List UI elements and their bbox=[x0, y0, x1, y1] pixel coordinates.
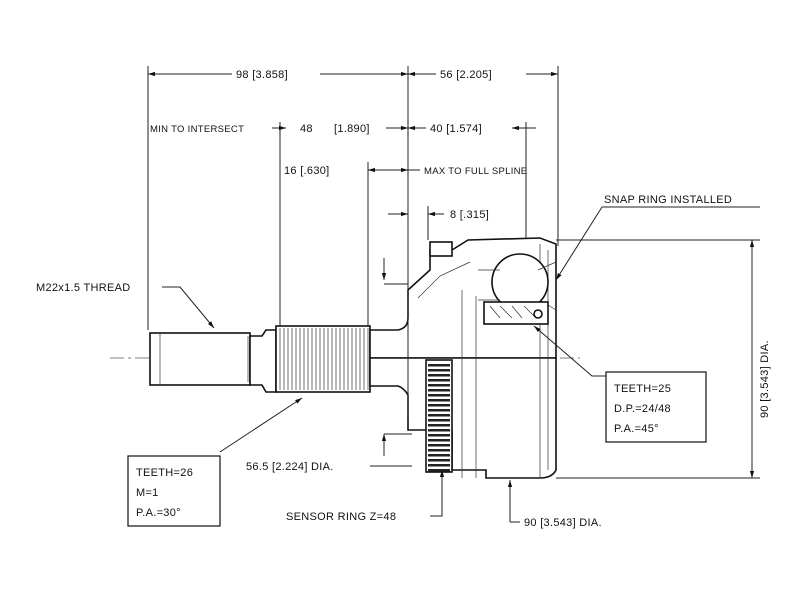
spec-box-left: TEETH=26 M=1 P.A.=30° bbox=[127, 455, 221, 527]
shoulder bbox=[249, 329, 277, 393]
intersect-length-label: 48 bbox=[300, 123, 313, 135]
snap-ring-label: SNAP RING INSTALLED bbox=[604, 194, 732, 206]
boot-collar bbox=[429, 241, 453, 257]
labels: 98 [3.858] 56 [2.205] MIN TO INTERSECT 4… bbox=[36, 69, 771, 529]
bell-lower bbox=[369, 357, 557, 479]
spec-right-teeth: TEETH=25 bbox=[614, 383, 671, 395]
sensor-ring-label: SENSOR RING Z=48 bbox=[286, 511, 396, 523]
spec-left-module: M=1 bbox=[136, 487, 159, 499]
threaded-stub bbox=[149, 332, 251, 386]
leader-lines bbox=[162, 206, 760, 517]
spec-right-diametral-pitch: D.P.=24/48 bbox=[614, 403, 671, 415]
housing-bottom-dia-label: 90 [3.543] DIA. bbox=[524, 517, 602, 529]
spline-dia-label: 16 [.630] bbox=[284, 165, 330, 177]
housing-height-label: 90 [3.543] DIA. bbox=[759, 340, 771, 418]
inner-length-label: 40 [1.574] bbox=[430, 123, 482, 135]
overall-length-label: 98 [3.858] bbox=[236, 69, 288, 81]
spec-left-teeth: TEETH=26 bbox=[136, 467, 193, 479]
spec-box-right: TEETH=25 D.P.=24/48 P.A.=45° bbox=[605, 371, 707, 443]
thread-label: M22x1.5 THREAD bbox=[36, 282, 130, 294]
intersect-length-in-label: [1.890] bbox=[334, 123, 370, 135]
spec-right-pressure-angle: P.A.=45° bbox=[614, 423, 659, 435]
offset-label: 8 [.315] bbox=[450, 209, 489, 221]
max-to-full-spline-label: MAX TO FULL SPLINE bbox=[424, 166, 527, 177]
joint-outline bbox=[149, 237, 557, 479]
min-to-intersect-label: MIN TO INTERSECT bbox=[150, 124, 244, 135]
snap-ring bbox=[533, 309, 543, 319]
shaft-dia-label: 56.5 [2.224] DIA. bbox=[246, 461, 334, 473]
dimension-lines bbox=[147, 66, 760, 523]
spline-teeth bbox=[279, 328, 369, 390]
sensor-ring-teeth bbox=[428, 364, 450, 472]
cage bbox=[483, 301, 549, 325]
spec-left-pressure-angle: P.A.=30° bbox=[136, 507, 181, 519]
housing-length-label: 56 [2.205] bbox=[440, 69, 492, 81]
